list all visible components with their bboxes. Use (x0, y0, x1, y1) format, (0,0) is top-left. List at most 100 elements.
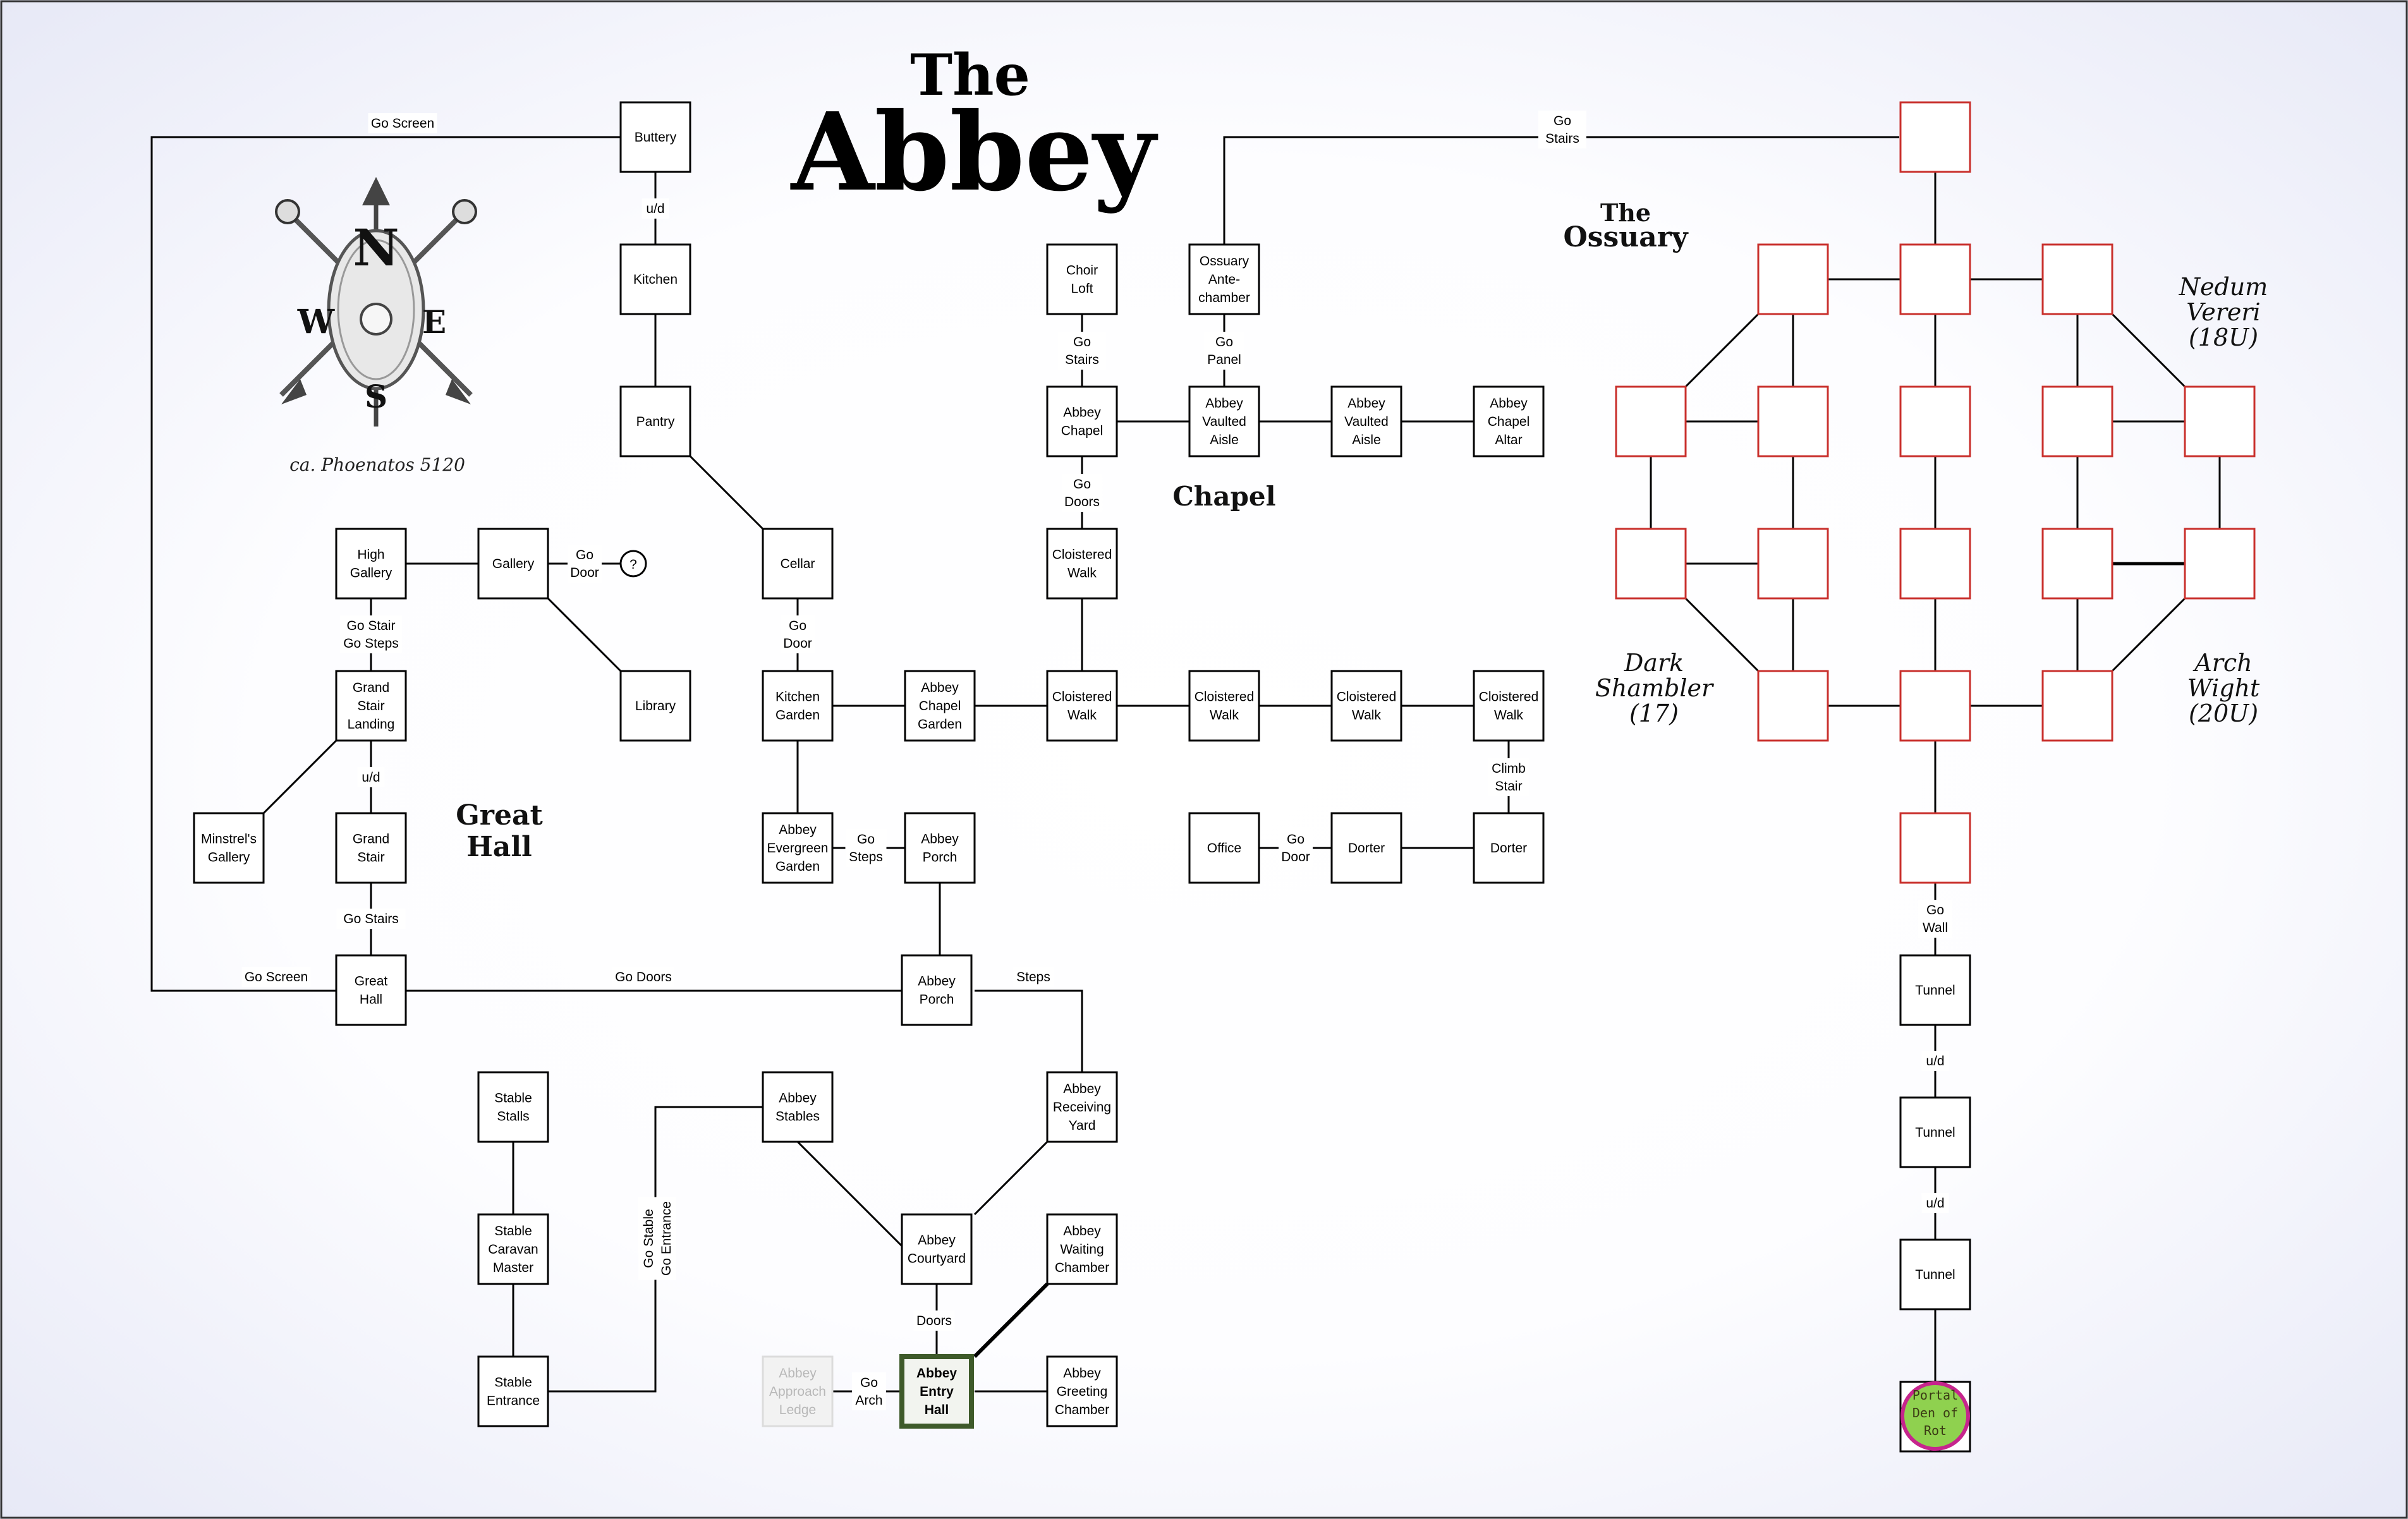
room-label: Minstrel's (201, 832, 257, 847)
ossuary-room[interactable] (1899, 385, 1971, 457)
compass-rose-icon: N S E W (275, 177, 477, 427)
room-buttery[interactable]: Buttery (619, 101, 691, 173)
exit-label-text: Stairs (1545, 131, 1579, 146)
ossuary-room[interactable] (1899, 670, 1971, 742)
ossuary-room[interactable] (2041, 243, 2113, 315)
portal-room[interactable]: Portal Den of Rot (1899, 1381, 1971, 1453)
exit-label-ud-grand-stair: u/d (357, 767, 385, 787)
room-label: Receiving (1053, 1100, 1111, 1115)
room-tunnel-1[interactable]: Tunnel (1899, 954, 1971, 1026)
room-label: Abbey (779, 1366, 817, 1381)
exit-label-text: Go Screen (371, 116, 434, 131)
ossuary-room[interactable] (2041, 385, 2113, 457)
room-gallery[interactable]: Gallery (477, 528, 549, 600)
room-label: Waiting (1060, 1242, 1104, 1257)
ossuary-room[interactable] (1757, 385, 1829, 457)
exit-label-ud-buttery-kitchen: u/d (642, 198, 669, 219)
title-line-2: Abbey (790, 89, 1158, 215)
svg-text:?: ? (629, 557, 637, 572)
exit-label-go-doors-porch: Go Doors (612, 967, 674, 987)
room-label: Dorter (1348, 841, 1385, 856)
room-label: Library (635, 699, 676, 713)
room-label: Walk (1352, 708, 1381, 723)
room-label: Cloistered (1052, 548, 1112, 562)
room-dorter-1[interactable]: Dorter (1330, 812, 1402, 884)
room-kitchen[interactable]: Kitchen (619, 243, 691, 315)
ossuary-room[interactable] (1615, 385, 1687, 457)
ossuary-room[interactable] (1757, 670, 1829, 742)
ossuary-room[interactable] (1757, 528, 1829, 600)
room-tunnel-3[interactable]: Tunnel (1899, 1238, 1971, 1310)
exit-label-doors-courtyard: Doors (913, 1310, 955, 1331)
exit-label-text: Go (789, 619, 806, 633)
room-label: Entry (920, 1384, 954, 1399)
ossuary-room[interactable] (1757, 243, 1829, 315)
ossuary-room[interactable] (2041, 528, 2113, 600)
ossuary-room[interactable] (2184, 385, 2256, 457)
room-pantry[interactable]: Pantry (619, 385, 691, 457)
room-library[interactable]: Library (619, 670, 691, 742)
room-tunnel-2[interactable]: Tunnel (1899, 1096, 1971, 1168)
exit-label-text: Door (783, 636, 812, 651)
room-label: Office (1207, 841, 1241, 856)
ossuary-rooms (1615, 101, 2256, 884)
room-dorter-2[interactable]: Dorter (1473, 812, 1545, 884)
ossuary-room[interactable] (1899, 528, 1971, 600)
exit-label-text: Stair (1495, 779, 1522, 794)
room-label: Gallery (208, 850, 250, 865)
ossuary-room[interactable] (1615, 528, 1687, 600)
ossuary-room[interactable] (1899, 812, 1971, 884)
room-cellar[interactable]: Cellar (762, 528, 834, 600)
portal-label-1: Portal (1912, 1388, 1958, 1403)
room-label: Altar (1495, 433, 1522, 447)
room-label: Abbey (1490, 396, 1528, 411)
ossuary-room[interactable] (2184, 528, 2256, 600)
room-label: Stalls (497, 1110, 529, 1124)
room-label: Ante- (1208, 272, 1240, 287)
room-label: Entrance (487, 1394, 540, 1408)
exit-label-text: Go (1287, 832, 1304, 847)
area-ossuary-2: Ossuary (1563, 221, 1689, 253)
ossuary-room[interactable] (1899, 101, 1971, 173)
ossuary-room[interactable] (1899, 243, 1971, 315)
unknown-room-marker[interactable]: ? (619, 550, 647, 578)
portal-circle (1900, 1381, 1970, 1451)
room-office[interactable]: Office (1188, 812, 1260, 884)
ossuary-room[interactable] (2041, 670, 2113, 742)
